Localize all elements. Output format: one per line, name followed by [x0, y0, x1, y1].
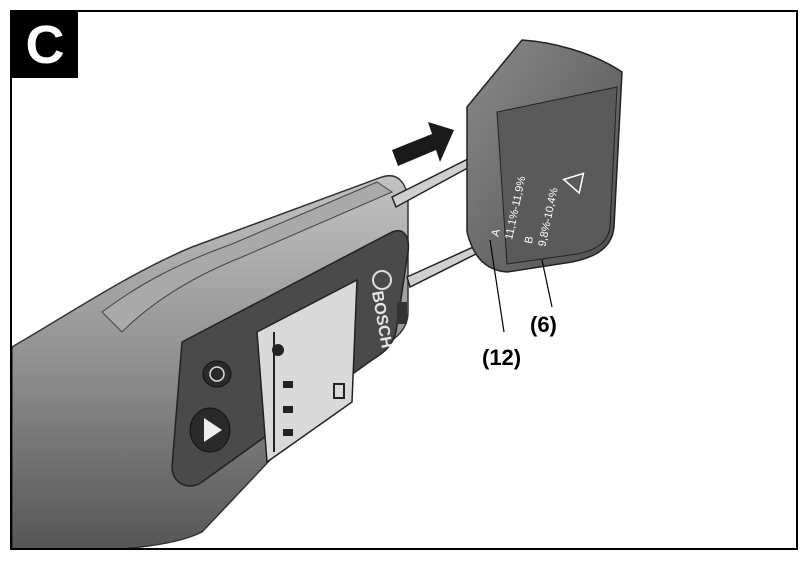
- moisture-meter-illustration: A 11,1%-11,9% B 9,8%-10,4% BOSCH: [12, 12, 798, 550]
- callout-contact-pins: (12): [482, 345, 521, 371]
- mode-button: [203, 361, 231, 387]
- figure-label-badge: C: [12, 12, 78, 78]
- callout-probe-cap: (6): [530, 312, 557, 338]
- insert-direction-arrow: [392, 122, 454, 166]
- leader-line-6: [542, 260, 552, 307]
- figure-frame: A 11,1%-11,9% B 9,8%-10,4% BOSCH C (12) …: [10, 10, 798, 550]
